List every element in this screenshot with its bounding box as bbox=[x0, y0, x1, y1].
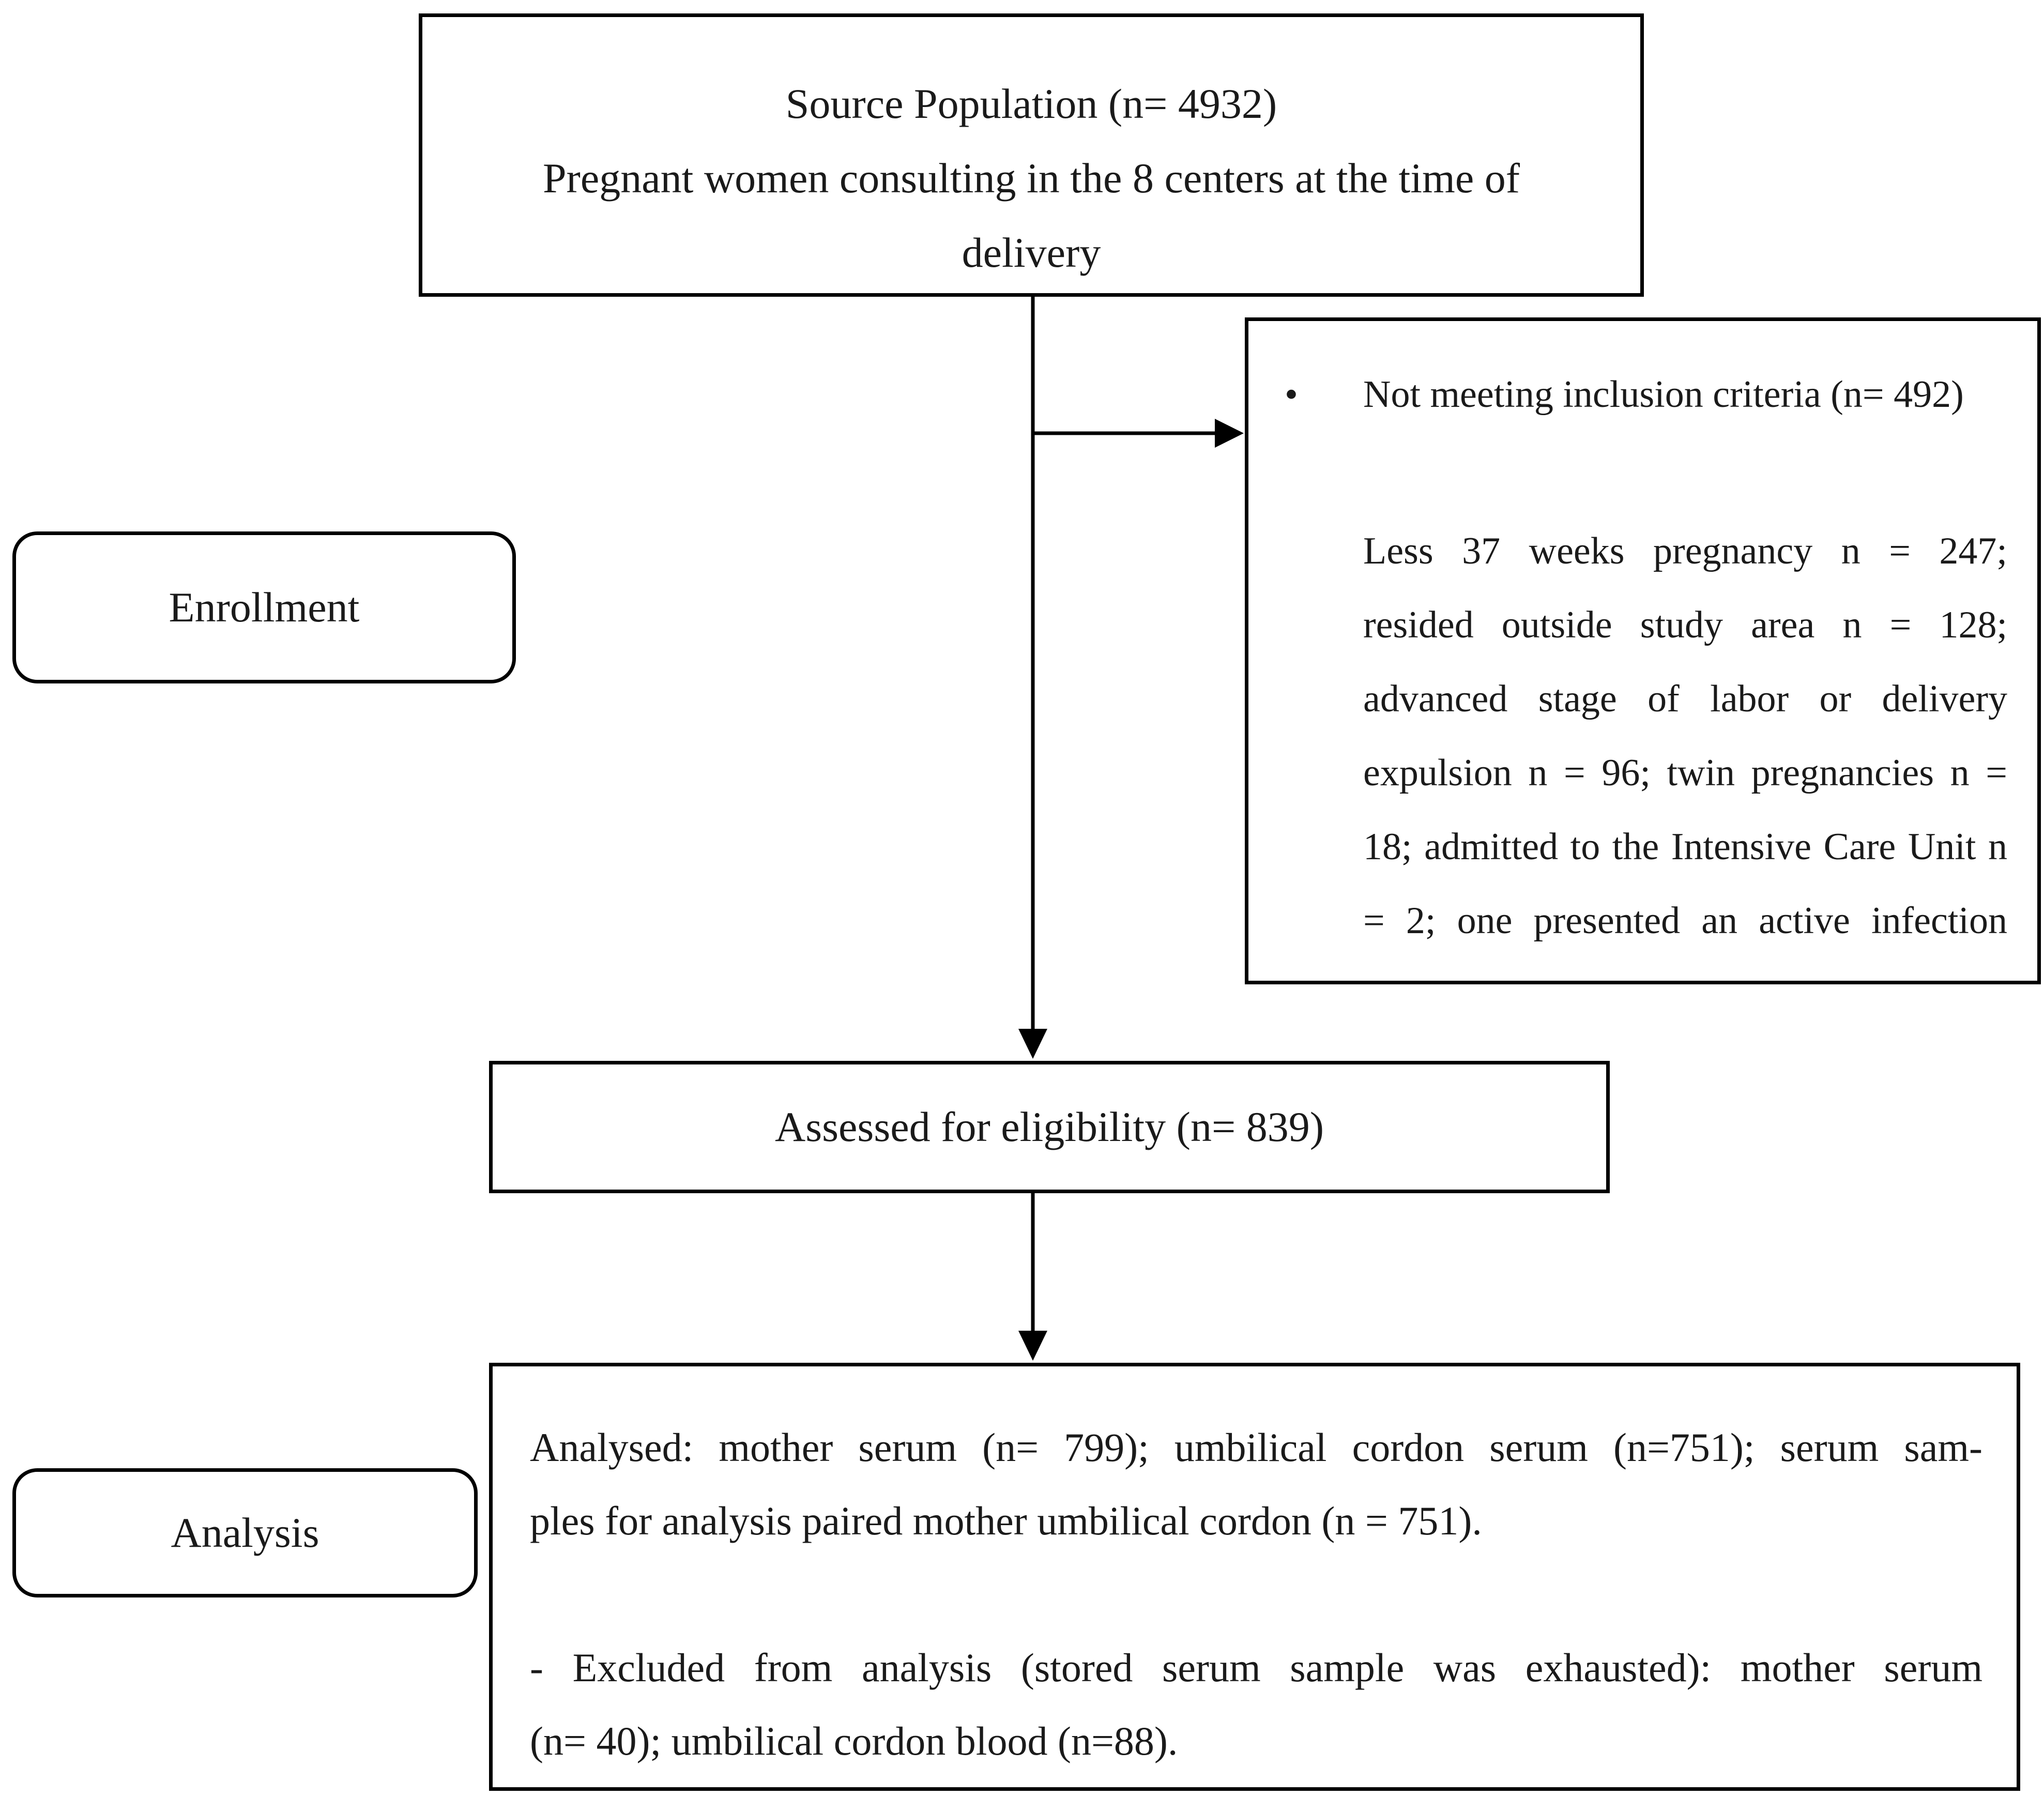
stage-label-analysis: Analysis bbox=[12, 1468, 478, 1597]
analysis-box: Analysed: mother serum (n= 799); umbilic… bbox=[489, 1363, 2020, 1791]
source-population-desc-line2: delivery bbox=[962, 229, 1101, 276]
exclusion-heading: Not meeting inclusion criteria (n= 492) bbox=[1363, 373, 1964, 416]
bullet-icon: • bbox=[1285, 373, 1298, 416]
exclusion-detail-line: = 2; one presented an active infection bbox=[1363, 900, 2007, 942]
arrowhead-eligibility bbox=[1018, 1029, 1047, 1059]
source-population-box: Source Population (n= 4932) Pregnant wom… bbox=[419, 13, 1644, 297]
eligibility-box: Assessed for eligibility (n= 839) bbox=[489, 1061, 1610, 1193]
arrowhead-analysis bbox=[1018, 1331, 1047, 1361]
exclusion-box: • Not meeting inclusion criteria (n= 492… bbox=[1245, 317, 2041, 984]
exclusion-detail-line: Less 37 weeks pregnancy n = 247; bbox=[1363, 530, 2007, 572]
source-population-desc-line1: Pregnant women consulting in the 8 cente… bbox=[542, 155, 1520, 202]
analysis-line: ples for analysis paired mother umbilica… bbox=[530, 1498, 1482, 1543]
analysis-spacer bbox=[530, 1558, 1982, 1631]
eligibility-label: Assessed for eligibility (n= 839) bbox=[775, 1103, 1324, 1150]
exclusion-detail-line: expulsion n = 96; twin pregnancies n = bbox=[1363, 752, 2007, 794]
exclusion-detail-line: advanced stage of labor or delivery bbox=[1363, 678, 2007, 720]
exclusion-detail-line: resided outside study area n = 128; bbox=[1363, 604, 2007, 646]
arrowhead-exclusion bbox=[1215, 419, 1244, 448]
stage-analysis-text: Analysis bbox=[171, 1509, 319, 1556]
stage-label-enrollment: Enrollment bbox=[12, 531, 516, 683]
analysis-line: (n= 40); umbilical cordon blood (n=88). bbox=[530, 1718, 1178, 1763]
analysis-details: Analysed: mother serum (n= 799); umbilic… bbox=[530, 1411, 1982, 1778]
source-population-title: Source Population (n= 4932) bbox=[785, 80, 1277, 127]
exclusion-detail-line: 18; admitted to the Intensive Care Unit … bbox=[1363, 826, 2007, 868]
stage-enrollment-text: Enrollment bbox=[169, 584, 360, 631]
analysis-line: - Excluded from analysis (stored serum s… bbox=[530, 1645, 1982, 1690]
exclusion-details: Less 37 weeks pregnancy n = 247; resided… bbox=[1363, 514, 2007, 958]
analysis-line: Analysed: mother serum (n= 799); umbilic… bbox=[530, 1425, 1982, 1470]
